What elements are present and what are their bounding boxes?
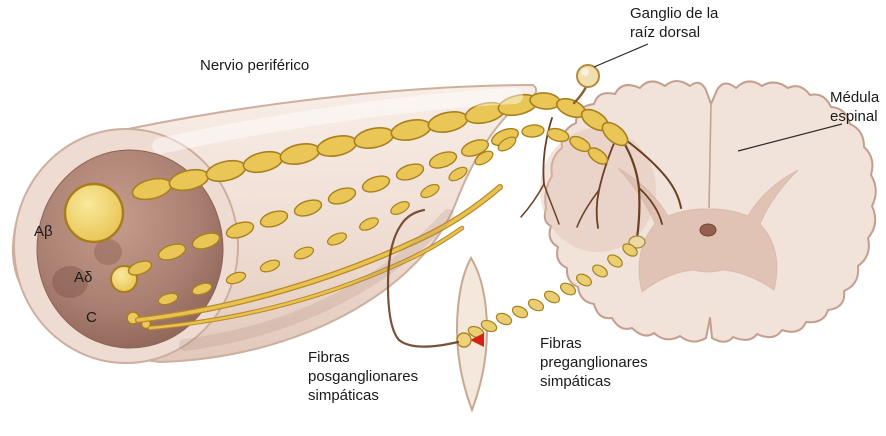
leader-line-medula xyxy=(737,123,843,152)
small-myelinated-fiber-chain xyxy=(157,136,517,306)
label-abeta-fiber: Aβ xyxy=(34,223,53,240)
label-peripheral-nerve: Nervio periférico xyxy=(200,56,309,75)
label-dorsal-root-ganglion: Ganglio de la raíz dorsal xyxy=(630,5,719,41)
label-c-fiber: C xyxy=(86,309,97,326)
preganglionic-fiber-chain xyxy=(467,243,638,339)
dorsal-root-ganglion-stalk xyxy=(572,85,588,105)
spinal-cord xyxy=(540,80,877,343)
dorsal-root-ganglion-body xyxy=(576,64,600,88)
label-spinal-cord: Médula espinal xyxy=(830,89,880,125)
nerve-sheath-lower-shadow xyxy=(179,209,454,351)
abeta-fiber-cross-section xyxy=(63,182,125,244)
central-canal xyxy=(699,223,717,237)
dorsal-horn-axon-branches xyxy=(520,117,682,240)
label-peripheral-nerve-text: Nervio periférico xyxy=(200,57,310,74)
synapse-arrow xyxy=(470,333,484,347)
nerve-sheath-highlight xyxy=(152,88,523,154)
lateral-horn-cell-body xyxy=(628,235,646,249)
postganglionic-cell-body xyxy=(456,332,472,348)
fascicle-shadow-2 xyxy=(94,239,122,265)
label-postganglionic-fibers: Fibras posganglionares simpáticas xyxy=(308,349,419,404)
label-preganglionic-fibers: Fibras preganglionares simpáticas xyxy=(540,335,648,390)
dorsal-root-ganglion-highlight xyxy=(581,68,589,76)
dorsal-root-ganglion xyxy=(572,64,600,105)
leader-line-ganglio xyxy=(593,43,649,68)
abeta-myelinated-fiber-chain xyxy=(131,92,629,201)
postganglionic-fiber xyxy=(386,208,460,348)
posterior-median-septum xyxy=(708,103,712,209)
label-adelta-fiber: Aδ xyxy=(74,269,93,286)
dorsal-horn-entry-shade xyxy=(540,128,656,252)
c-fibers-unmyelinated xyxy=(135,184,503,331)
fascicle-shadow-1 xyxy=(52,266,88,298)
adelta-myelinated-fiber-chain xyxy=(127,124,609,276)
